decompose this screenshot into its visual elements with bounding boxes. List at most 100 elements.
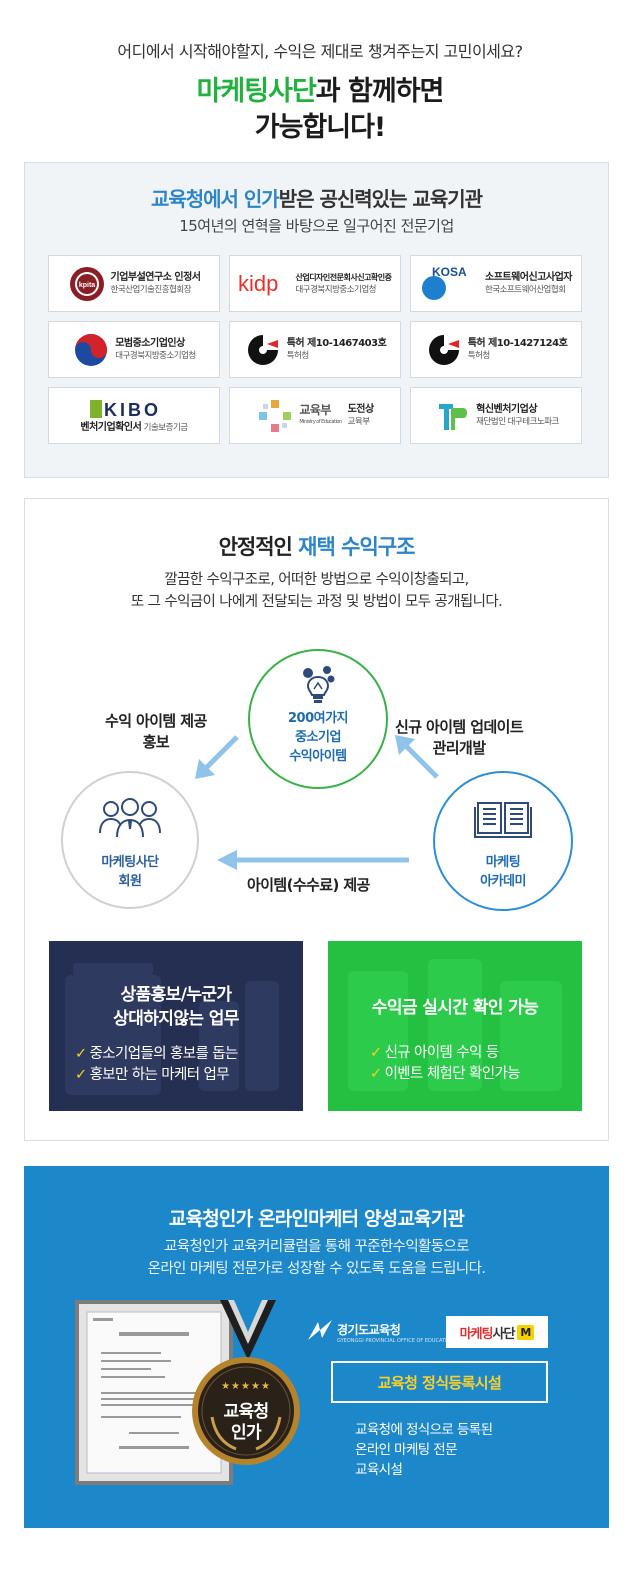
flow-label-left: 수익 아이템 제공 홍보: [105, 711, 207, 753]
marketing-work-title-line: 상대하지않는 업무: [113, 1009, 239, 1029]
cert-card-issuer: 재단법인 대구테크노파크: [476, 416, 559, 427]
list-item-text: 이벤트 체험단 확인가능: [384, 1066, 521, 1082]
flow-label-right: 신규 아이템 업데이트 관리개발: [395, 717, 524, 759]
cert-card-title: 도전상: [347, 403, 375, 415]
cert-card-text: 소프트웨어신고사업자 한국소프트웨어산업협회: [485, 271, 573, 296]
cert-title-blue: 교육청에서 인가: [150, 187, 280, 211]
arrow-down-left-icon: [195, 735, 239, 779]
registered-facility-title: 교육청 정식등록시설: [377, 1373, 502, 1392]
cert-title-mid: 받은: [278, 187, 320, 211]
cert-title: 교육청에서 인가받은 공신력있는 교육기관: [25, 183, 608, 212]
hero-section: 어디에서 시작해야할지, 수익은 제대로 챙겨주는지 고민이세요? 마케팅사단과…: [0, 0, 640, 160]
marketing-sadan-logo: 마케팅사단 M: [446, 1316, 548, 1348]
cert-card-text: 산업디자인전문회사신고확인증 대구경북지방중소기업청: [295, 272, 392, 296]
hero-subtitle: 어디에서 시작해야할지, 수익은 제대로 챙겨주는지 고민이세요?: [117, 42, 523, 61]
list-item-text: 중소기업들의 홍보를 돕는: [89, 1046, 239, 1062]
people-group-icon: [99, 798, 161, 838]
cert-card-text: 도전상 교육부: [347, 403, 375, 428]
list-item: ✓신규 아이템 수익 등: [370, 1043, 520, 1064]
technopark-logo-icon: [433, 397, 471, 435]
cert-card-text: 혁신벤처기업상 재단법인 대구테크노파크: [476, 404, 559, 428]
cert-card: 특허 제10-1467403호 특허청: [229, 321, 401, 378]
registered-facility-desc-line: 교육시설: [355, 1462, 403, 1478]
cert-card-title: 벤처기업확인서: [80, 421, 142, 433]
circle-items-line: 중소기업: [295, 730, 341, 745]
background-illustration-icon: [348, 959, 562, 1091]
checkmark-icon: ✓: [75, 1067, 87, 1083]
cert-card: KIBO 벤처기업확인서 기술보증기금: [48, 387, 220, 444]
flow-label-left-line: 수익 아이템 제공: [105, 712, 207, 730]
list-item-text: 홍보만 하는 마케터 업무: [89, 1067, 230, 1083]
cert-card-title: 기업부설연구소 인정서: [110, 271, 201, 283]
taegeuk-logo-icon: [72, 331, 110, 369]
structure-title-normal: 안정적인: [218, 535, 299, 559]
checkmark-icon: ✓: [370, 1045, 382, 1061]
marketing-sadan-logo-dark: 사단: [492, 1326, 516, 1342]
marketing-work-list: ✓중소기업들의 홍보를 돕는 ✓홍보만 하는 마케터 업무: [75, 1044, 238, 1086]
medal-ribbon-icon: [220, 1300, 276, 1360]
medal-badge-icon: [192, 1357, 300, 1465]
moe-logo-text: 교육부: [299, 402, 331, 417]
cert-card-text: 모범중소기업인상 대구경북지방중소기업청: [115, 338, 196, 362]
gyeonggi-office-name: 경기도교육청: [337, 1322, 401, 1337]
medal-stars: ★★★★★: [221, 1381, 271, 1392]
circle-academy-line: 마케팅: [485, 855, 521, 870]
cert-card-issuer: 기술보증기금: [143, 422, 188, 433]
cert-card-issuer: 특허청: [467, 350, 490, 361]
cert-card: KOSA 소프트웨어신고사업자 한국소프트웨어산업협회: [410, 255, 582, 312]
kibo-logo-icon: KIBO: [90, 399, 161, 420]
cert-subtitle: 15여년의 연혁을 바탕으로 일구어진 전문기업: [179, 217, 454, 235]
flow-label-right-line: 관리개발: [432, 739, 486, 757]
marketing-work-box: 상품홍보/누군가 상대하지않는 업무 ✓중소기업들의 홍보를 돕는 ✓홍보만 하…: [49, 941, 303, 1111]
cert-card-title: 소프트웨어신고사업자: [485, 271, 573, 283]
structure-description: 깔끔한 수익구조로, 어떠한 방법으로 수익이창출되고, 또 그 수익금이 나에…: [25, 569, 608, 613]
marketing-sadan-logo-text: 마케팅사단: [459, 1323, 516, 1342]
cert-card-issuer: 대구경북지방중소기업청: [115, 350, 196, 361]
registered-facility-desc-line: 온라인 마케팅 전문: [355, 1442, 458, 1458]
cert-card-issuer: 한국소프트웨어산업협회: [485, 284, 566, 295]
cert-card-issuer: 한국산업기술진흥협회장: [110, 284, 192, 295]
cert-card-title: 모범중소기업인상: [115, 337, 185, 349]
hero-title-line2: 가능합니다!: [254, 112, 387, 143]
cert-card-title: 특허 제10-1467403호: [286, 337, 387, 349]
cert-title-bold: 공신력있는 교육기관: [319, 187, 483, 211]
structure-title: 안정적인 재택 수익구조: [25, 531, 608, 561]
marketing-sadan-logo-red: 마케팅: [459, 1326, 494, 1342]
background-illustration-icon: [65, 963, 279, 1095]
cert-card-title: 특허 제10-1427124호: [467, 337, 568, 349]
lightbulb-money-icon: [303, 666, 335, 703]
cert-card: 특허 제10-1427124호 특허청: [410, 321, 582, 378]
arrow-up-left-icon: [395, 735, 439, 779]
circle-members-label: 마케팅사단 회원: [63, 853, 197, 891]
structure-desc-line1: 깔끔한 수익구조로, 어떠한 방법으로 수익이창출되고,: [164, 572, 469, 588]
circle-items-line: 200여가지: [287, 711, 349, 726]
cert-card-text: 기업부설연구소 인정서 한국산업기술진흥협회장: [111, 272, 201, 296]
patent-logo-icon: [425, 331, 463, 369]
marketing-sadan-m-badge: M: [517, 1324, 535, 1340]
gyeonggi-office-sub: GYEONGGI PROVINCIAL OFFICE OF EDUCATION: [337, 1337, 455, 1344]
kidp-logo-text: kidp: [238, 271, 278, 296]
kosa-logo-icon: KOSA: [420, 265, 480, 303]
cert-card-issuer: 교육부: [347, 416, 370, 427]
kpita-logo-icon: kpita: [68, 265, 106, 303]
kibo-logo-text: KIBO: [104, 400, 161, 420]
registered-facility-desc-line: 교육청에 정식으로 등록된: [355, 1422, 493, 1438]
list-item: ✓홍보만 하는 마케터 업무: [75, 1065, 238, 1086]
cert-card-issuer: 대구경북지방중소기업청: [295, 284, 376, 295]
circle-academy-line: 아카데미: [480, 874, 526, 889]
registered-facility-description: 교육청에 정식으로 등록된 온라인 마케팅 전문 교육시설: [355, 1420, 493, 1480]
structure-title-blue: 재택 수익구조: [298, 535, 415, 559]
circle-items-label: 200여가지 중소기업 수익아이템: [250, 709, 386, 766]
list-item: ✓이벤트 체험단 확인가능: [370, 1064, 521, 1085]
medal-text-line: 인가: [230, 1423, 262, 1443]
structure-desc-line2: 또 그 수익금이 나에게 전달되는 과정 및 방법이 모두 공개됩니다.: [130, 594, 503, 610]
marketing-work-title: 상품홍보/누군가 상대하지않는 업무: [49, 983, 303, 1031]
patent-logo-icon: [244, 331, 282, 369]
cert-card: kpita 기업부설연구소 인정서 한국산업기술진흥협회장: [48, 255, 220, 312]
flow-label-left-line: 홍보: [142, 733, 170, 751]
moe-logo-label: 교육부 Ministry of Education: [299, 402, 342, 428]
cert-card: 모범중소기업인상 대구경북지방중소기업청: [48, 321, 220, 378]
gyeonggi-emblem-icon: [308, 1320, 332, 1340]
circle-members: 마케팅사단 회원: [61, 771, 199, 909]
cert-card-text: 벤처기업확인서 기술보증기금: [80, 421, 188, 434]
